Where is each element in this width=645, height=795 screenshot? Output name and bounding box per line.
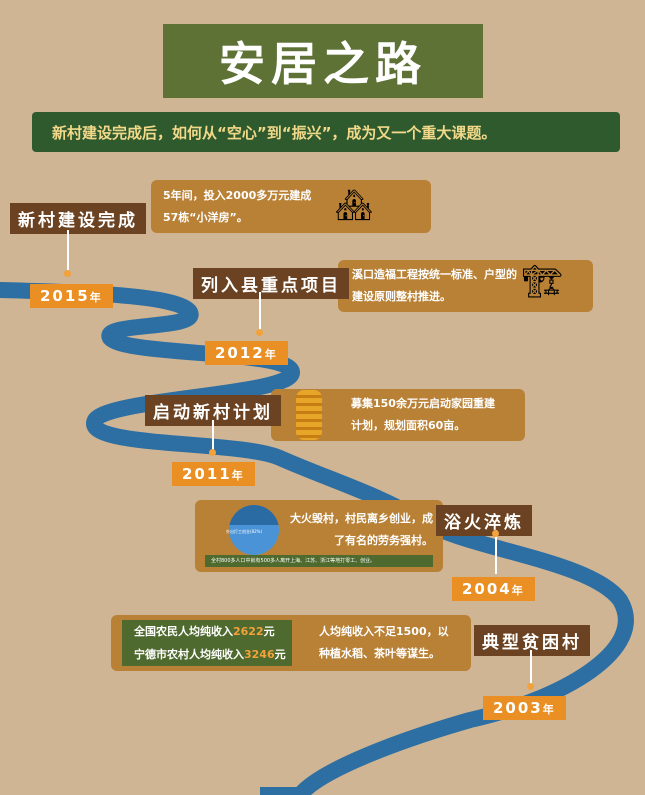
card-text: 人均纯收入不足1500，以种植水稻、茶叶等谋生。 bbox=[319, 625, 449, 660]
card-text: 大火毁村，村民离乡创业，成了有名的劳务强村。 bbox=[290, 512, 433, 547]
milestone-label-2003: 典型贫困村 bbox=[474, 625, 590, 656]
year-badge-2015: 2015年 bbox=[30, 284, 113, 308]
year-badge-2011: 2011年 bbox=[172, 462, 255, 486]
stem bbox=[67, 230, 69, 272]
stem bbox=[212, 420, 214, 450]
stem bbox=[530, 650, 532, 686]
pie-chart bbox=[229, 505, 279, 555]
year-badge-2012: 2012年 bbox=[205, 341, 288, 365]
milestone-label-2015: 新村建设完成 bbox=[10, 203, 146, 234]
milestone-label-2012: 列入县重点项目 bbox=[193, 268, 349, 299]
coins-icon bbox=[296, 390, 322, 440]
card-text: 溪口造福工程按统一标准、户型的建设原则整村推进。 bbox=[352, 268, 517, 303]
card-text: 5年间，投入2000多万元建成57栋“小洋房”。 bbox=[163, 189, 312, 224]
card-note: 全村800多人口中就有500多人离开上海、江苏、浙江等地打零工、创业。 bbox=[205, 555, 433, 567]
stem bbox=[259, 292, 261, 330]
dot bbox=[209, 449, 216, 456]
milestone-card-2012: 溪口造福工程按统一标准、户型的建设原则整村推进。 bbox=[338, 260, 593, 312]
stat-ningde: 宁德市农村人均纯收入3246元 bbox=[134, 648, 286, 661]
pie-label: 外出打工创业(82%) bbox=[226, 529, 263, 534]
houses-icon: 🏘 bbox=[335, 188, 374, 223]
year-badge-2004: 2004年 bbox=[452, 577, 535, 601]
dot bbox=[256, 329, 263, 336]
milestone-label-2004: 浴火淬炼 bbox=[436, 505, 532, 536]
page-title: 安居之路 bbox=[163, 24, 483, 98]
stat-national: 全国农民人均纯收入2622元 bbox=[134, 625, 275, 638]
dot bbox=[64, 270, 71, 277]
year-badge-2003: 2003年 bbox=[483, 696, 566, 720]
subtitle-banner: 新村建设完成后，如何从“空心”到“振兴”，成为又一个重大课题。 bbox=[32, 112, 620, 152]
stem bbox=[495, 530, 497, 574]
dot bbox=[492, 530, 499, 537]
income-stats: 全国农民人均纯收入2622元 宁德市农村人均纯收入3246元 bbox=[122, 620, 292, 666]
house-construction-icon: 🏗 bbox=[522, 262, 563, 300]
milestone-card-2015: 5年间，投入2000多万元建成57栋“小洋房”。 bbox=[151, 180, 431, 233]
card-text: 募集150余万元启动家园重建计划，规划面积60亩。 bbox=[351, 397, 495, 432]
dot bbox=[527, 683, 534, 690]
milestone-card-2011: 募集150余万元启动家园重建计划，规划面积60亩。 bbox=[271, 389, 525, 441]
